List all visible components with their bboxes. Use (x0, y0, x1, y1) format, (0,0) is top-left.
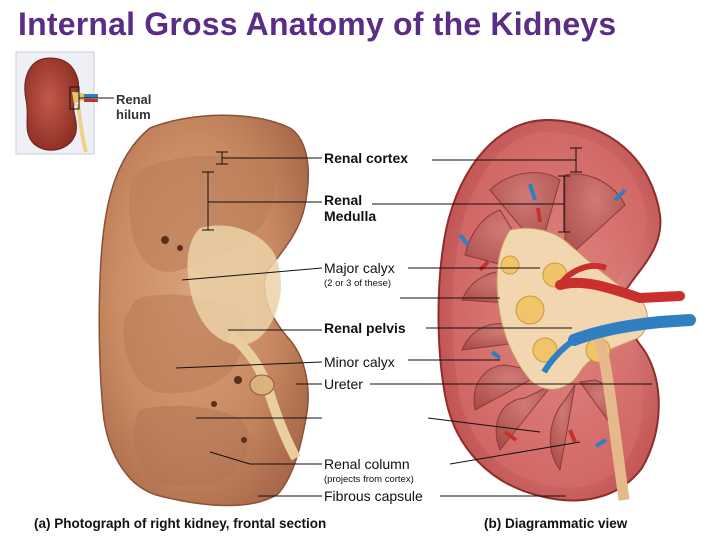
ureter-label: Ureter (324, 376, 363, 392)
renal-cortex-label: Renal cortex (324, 150, 409, 166)
renal-medulla-label-line1: Renal (324, 192, 363, 208)
renal-medulla-label-line2: Medulla (324, 208, 377, 224)
renal-column-note: (projects from cortex) (324, 474, 414, 485)
caption-photograph: (a) Photograph of right kidney, frontal … (34, 516, 327, 531)
diagram-kidney (437, 118, 696, 502)
leader-lines (175, 147, 652, 497)
inset-kidney (15, 51, 114, 155)
renal-pelvis-label: Renal pelvis (324, 320, 406, 336)
fibrous-capsule-label: Fibrous capsule (324, 488, 423, 504)
renal-hilum-label-line2: hilum (116, 107, 151, 122)
minor-calyx-label: Minor calyx (324, 354, 395, 370)
photo-kidney (98, 114, 309, 507)
renal-hilum-label-line1: Renal (116, 92, 152, 107)
major-calyx-label: Major calyx (324, 260, 395, 276)
renal-hilum-label: Renal hilum (116, 92, 151, 122)
major-calyx-note: (2 or 3 of these) (324, 278, 392, 289)
page-title: Internal Gross Anatomy of the Kidneys (18, 6, 617, 42)
renal-column-label: Renal column (324, 456, 410, 472)
caption-diagram: (b) Diagrammatic view (484, 516, 628, 531)
